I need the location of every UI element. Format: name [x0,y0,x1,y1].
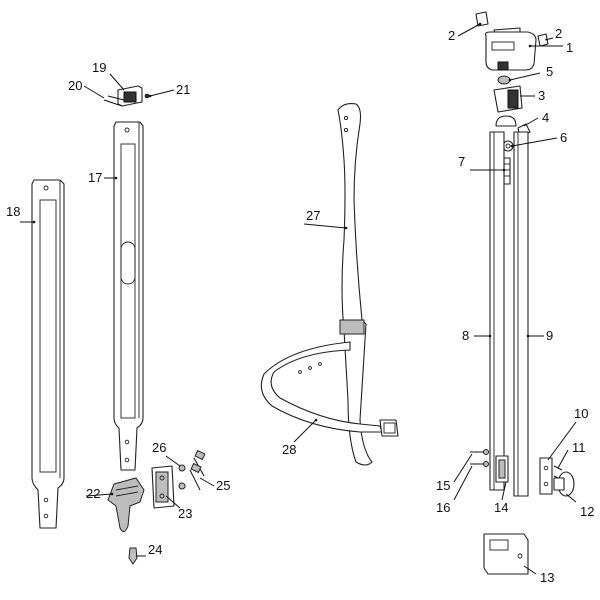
callout-14: 14 [494,500,508,515]
callout-20: 20 [68,78,82,93]
callout-1: 1 [566,40,573,55]
callout-numbers: 1 2 2 3 4 5 6 7 8 9 10 11 12 13 14 15 16… [6,26,594,585]
callout-11: 11 [572,440,586,455]
callout-2b: 2 [555,26,562,41]
callout-21: 21 [176,82,190,97]
callout-17: 17 [88,170,102,185]
leader-arrowheads [32,22,532,496]
part-21-screw [144,93,150,99]
part-8-tube [489,131,505,491]
callout-28: 28 [282,442,296,457]
part-7-bolt [503,157,511,185]
part-25-bolts [189,449,206,491]
part-17-upright-bar [113,121,144,471]
callout-5: 5 [546,64,553,79]
part-19-bracket [117,85,143,107]
callout-19: 19 [92,60,106,75]
part-2-clip-right [537,33,549,47]
callout-15: 15 [436,478,450,493]
part-22-foot [107,477,145,532]
callout-12: 12 [580,504,594,519]
part-2-clip-left [475,11,489,27]
part-16-bolt [470,461,489,467]
callout-18: 18 [6,204,20,219]
callout-2a: 2 [448,28,455,43]
callout-7: 7 [458,154,465,169]
callout-16: 16 [436,500,450,515]
callout-4: 4 [542,110,549,125]
callout-27: 27 [306,208,320,223]
part-24-cap [128,547,138,565]
callout-8: 8 [462,328,469,343]
part-12-knob [553,471,575,497]
leader-lines [20,23,577,575]
part-27-strap [337,103,373,466]
part-28-belt [260,341,399,437]
callout-25: 25 [216,478,230,493]
part-9-tube [513,131,529,497]
part-26-nuts [178,464,186,490]
callout-9: 9 [546,328,553,343]
callout-6: 6 [560,130,567,145]
part-23-hinge [151,465,175,509]
callout-3: 3 [538,88,545,103]
callout-22: 22 [86,486,100,501]
part-18-long-bar [31,179,65,529]
part-14-bracket [495,455,509,483]
part-10-plate [539,457,553,495]
part-13-box [483,533,529,575]
callout-10: 10 [574,406,588,421]
part-15-bolt [470,449,489,455]
part-5-nut [497,75,511,85]
part-3-top-block [493,85,523,113]
part-1-handle [484,27,537,71]
callout-24: 24 [148,542,162,557]
callout-23: 23 [178,506,192,521]
callout-13: 13 [540,570,554,585]
part-20-pins [103,95,125,107]
callout-26: 26 [152,440,166,455]
